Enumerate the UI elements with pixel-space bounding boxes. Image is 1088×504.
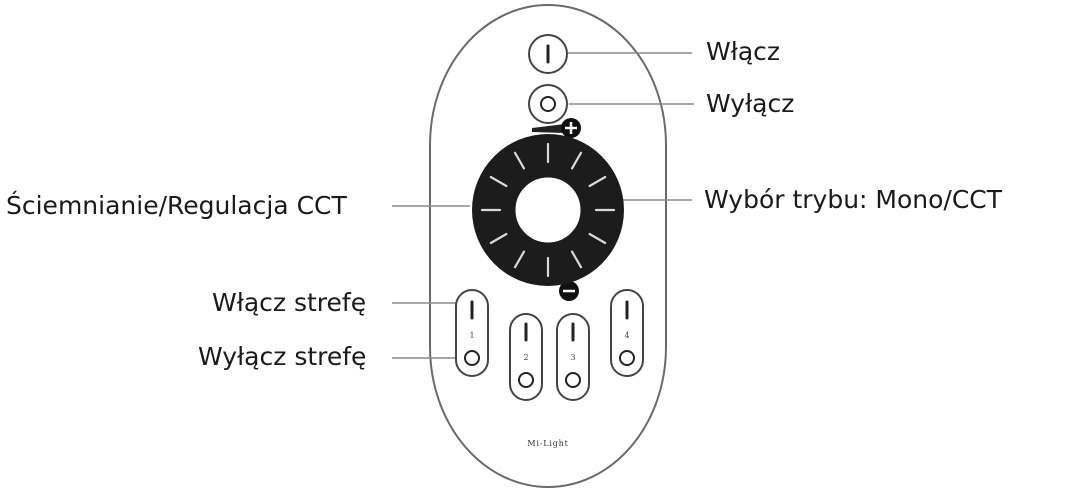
zone-button-1[interactable]: 1 bbox=[455, 289, 489, 377]
label-zone-off: Wyłącz strefę bbox=[198, 342, 367, 371]
minus-icon[interactable] bbox=[559, 281, 579, 301]
label-on: Włącz bbox=[706, 37, 781, 66]
wheel-tick bbox=[489, 232, 508, 245]
zone-button-3[interactable]: 3 bbox=[556, 313, 590, 401]
wheel-tick bbox=[588, 232, 607, 245]
wheel-tick bbox=[570, 250, 583, 269]
label-mode: Wybór trybu: Mono/CCT bbox=[704, 185, 1003, 214]
wheel-tick bbox=[588, 175, 607, 188]
wheel-tick bbox=[513, 151, 526, 170]
label-off: Wyłącz bbox=[706, 89, 795, 118]
wheel-tick bbox=[513, 250, 526, 269]
on-button[interactable] bbox=[528, 34, 568, 74]
zone-button-4[interactable]: 4 bbox=[610, 289, 644, 377]
brand-logo-text: Mi-Light bbox=[527, 439, 568, 448]
label-dimming: Ściemnianie/Regulacja CCT bbox=[6, 191, 347, 220]
zone-number-4: 4 bbox=[624, 331, 629, 340]
zone-button-2[interactable]: 2 bbox=[509, 313, 543, 401]
mode-select-button[interactable] bbox=[514, 176, 582, 244]
label-zone-on: Włącz strefę bbox=[212, 288, 367, 317]
wedge-indicator bbox=[532, 124, 565, 133]
wheel-tick bbox=[570, 151, 583, 170]
plus-icon[interactable] bbox=[561, 118, 581, 138]
zone-number-2: 2 bbox=[523, 353, 528, 362]
zone-number-1: 1 bbox=[469, 331, 474, 340]
wheel-tick bbox=[489, 175, 508, 188]
zone-number-3: 3 bbox=[570, 353, 575, 362]
off-button[interactable] bbox=[528, 84, 568, 124]
